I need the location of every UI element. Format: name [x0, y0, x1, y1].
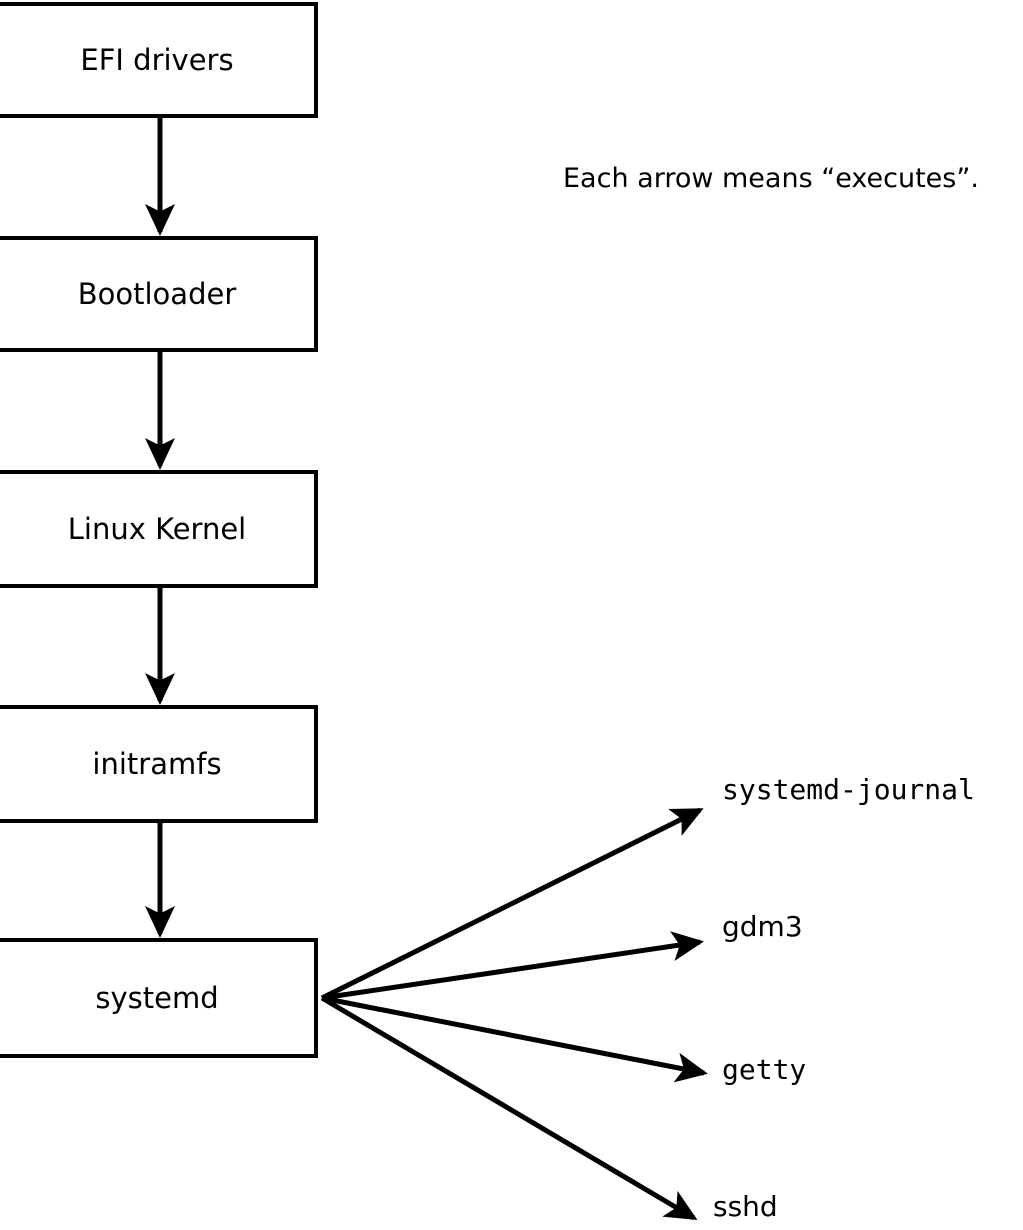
node-linux-kernel[interactable]: Linux Kernel [0, 470, 318, 588]
node-label-initramfs: initramfs [92, 746, 222, 781]
node-initramfs[interactable]: initramfs [0, 705, 318, 823]
service-label-getty: getty [722, 1053, 807, 1086]
node-efi-drivers[interactable]: EFI drivers [0, 2, 318, 118]
arrow-systemd-to-sshd [320, 995, 698, 1221]
node-label-systemd: systemd [95, 980, 219, 1015]
node-label-linux-kernel: Linux Kernel [67, 511, 247, 546]
service-label-systemd-journal: systemd-journal [722, 773, 975, 806]
arrow-systemd-to-getty [321, 995, 708, 1083]
node-systemd[interactable]: systemd [0, 938, 318, 1058]
node-bootloader[interactable]: Bootloader [0, 236, 318, 352]
arrow-systemd-to-gdm3 [321, 931, 704, 1001]
node-label-bootloader: Bootloader [77, 276, 237, 311]
service-label-gdm3: gdm3 [722, 910, 803, 943]
arrow-meaning-annotation: Each arrow means “executes”. [563, 163, 979, 194]
node-label-efi-drivers: EFI drivers [80, 42, 234, 77]
service-label-sshd: sshd [713, 1190, 778, 1223]
arrow-systemd-to-systemd-journal [320, 807, 704, 1001]
